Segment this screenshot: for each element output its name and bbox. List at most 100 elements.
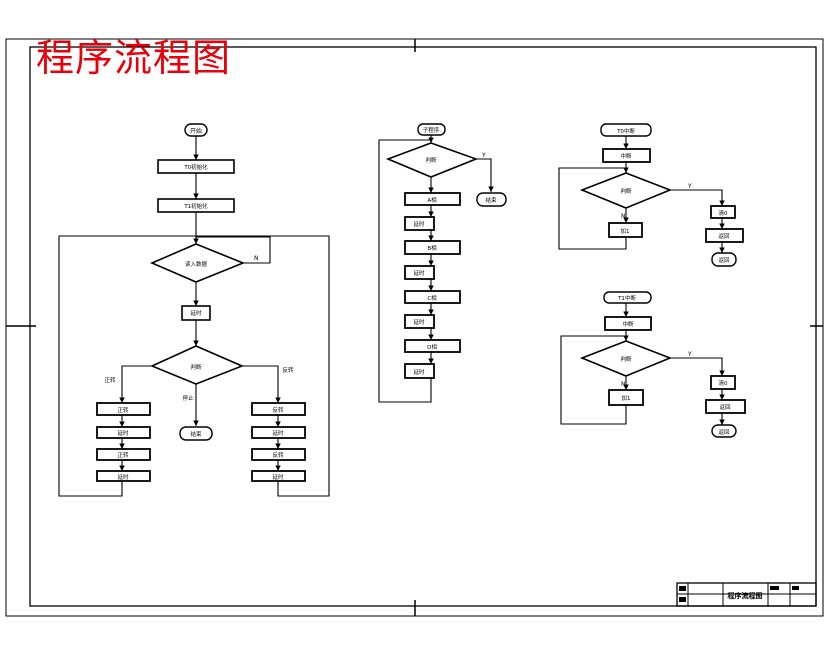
main-end-node: 结束 (179, 426, 213, 441)
sub1-step-label: 延时 (413, 318, 425, 326)
main-decision-label: 读入数据 (185, 260, 208, 268)
sub1-step-label: 延时 (413, 220, 425, 228)
sub1-steps: A相 延时 B相 延时 C相 延时 D相 延时 (404, 192, 461, 379)
main-decision-no: N (254, 255, 259, 262)
sub2-first-step: 中断 (602, 148, 651, 163)
sub1-step (404, 363, 435, 379)
sub1-step (404, 216, 435, 231)
sub2-end-node: 返回 (711, 252, 737, 267)
sub2-first-step-label: 中断 (620, 152, 632, 160)
sub3-start-node: T1中断 (603, 291, 652, 304)
sub1-step-label: 延时 (413, 368, 425, 376)
sub1-decision: 判断 Y (385, 142, 486, 178)
main-init-1-label: T0初始化 (183, 163, 208, 171)
main-end-label: 结束 (190, 430, 202, 438)
right-step (251, 402, 306, 416)
sub3-end-node: 返回 (711, 424, 737, 438)
drawing-frame (5, 38, 824, 617)
sub2-no-step-label: 加1 (621, 227, 630, 235)
main-init-1: T0初始化 (157, 159, 235, 174)
main-right-steps: 反转 延时 反转 延时 (251, 402, 306, 482)
right-step-label: 反转 (272, 451, 284, 459)
sub2-decision: 判断 Y N (579, 172, 692, 220)
sub1-step-label: 延时 (413, 269, 425, 277)
main-branch-decision-label: 判断 (190, 363, 202, 371)
sub2-yes-step-2-label: 返回 (718, 233, 730, 240)
sub2-yes-step-1: 清0 (710, 205, 736, 219)
sub3-flow (560, 303, 725, 425)
sub3-first-step-label: 中断 (622, 320, 634, 328)
left-step-label: 延时 (117, 429, 129, 437)
sub1-step (404, 290, 461, 304)
sub3-decision-yes: Y (687, 351, 692, 358)
main-init-2: T1初始化 (157, 198, 235, 213)
sub1-exit-node: 结束 (476, 192, 507, 207)
right-step-label: 延时 (272, 429, 284, 437)
sub1-decision-yes: Y (481, 152, 486, 159)
left-step (96, 448, 151, 461)
right-step (251, 426, 306, 439)
left-step-label: 正转 (117, 451, 129, 459)
sub3-yes-step-1-label: 清0 (719, 379, 729, 387)
sub1-step (404, 265, 435, 280)
sub2-no-step: 加1 (608, 222, 643, 238)
right-step (251, 470, 306, 482)
sub2-yes-step-1-label: 清0 (719, 209, 729, 217)
main-delay-label: 延时 (190, 309, 202, 317)
sub3-no-step: 加1 (608, 389, 644, 406)
sub3-decision: 判断 Y N (579, 340, 692, 388)
right-step-label: 反转 (272, 406, 284, 414)
main-middle-branch-label: 停止 (182, 394, 194, 402)
sub1-start-label: 子程序 (423, 126, 440, 134)
sub3-decision-no: N (621, 381, 626, 388)
main-left-steps: 正转 延时 正转 延时 (96, 402, 151, 482)
sub2-decision-yes: Y (687, 183, 692, 190)
left-step (96, 470, 151, 482)
sub3-yes-step-2-label: 返回 (719, 404, 731, 411)
main-delay: 延时 (181, 305, 211, 321)
left-step (96, 426, 151, 439)
sub1-exit-label: 结束 (485, 196, 497, 204)
sub1-step (404, 240, 461, 255)
sub1-step (404, 339, 461, 353)
sub3-first-step: 中断 (604, 316, 652, 331)
sub1-step-label: B相 (427, 244, 437, 252)
sub2-decision-label: 判断 (620, 187, 632, 195)
sub3-yes-step-1: 清0 (710, 375, 736, 390)
main-right-branch-label: 反转 (282, 366, 294, 374)
sub3-no-step-label: 加1 (622, 394, 631, 402)
left-step-label: 正转 (117, 406, 129, 414)
sub1-step-label: C相 (427, 294, 437, 302)
right-step (251, 448, 306, 461)
sub1-step (404, 314, 435, 329)
sub1-step-label: A相 (427, 196, 437, 204)
main-start-node: 开始 (184, 123, 208, 137)
sub2-end-label: 返回 (718, 257, 730, 264)
sub3-end-label: 返回 (718, 429, 730, 436)
sub1-start-node: 子程序 (417, 123, 446, 136)
sub1-decision-label: 判断 (425, 156, 437, 164)
sub1-flow (378, 135, 494, 403)
main-init-2-label: T1初始化 (183, 202, 208, 210)
left-step (96, 402, 151, 416)
main-left-branch-label: 正转 (104, 376, 116, 384)
sub3-yes-step-2: 返回 (705, 399, 746, 414)
title-block (676, 582, 817, 607)
left-step-label: 延时 (117, 473, 129, 481)
main-flow (58, 136, 330, 497)
main-branch-decision: 判断 (149, 345, 245, 385)
title-block-drawing-title: 程序流程图 (728, 591, 763, 600)
sub3-decision-label: 判断 (620, 355, 632, 363)
main-start-label: 开始 (190, 127, 202, 135)
sub2-yes-step-2: 返回 (705, 228, 744, 243)
sub2-start-label: T0中断 (616, 127, 635, 135)
sub2-decision-no: N (621, 213, 626, 220)
right-step-label: 延时 (272, 473, 284, 481)
sub1-step-label: D相 (427, 343, 437, 351)
sub2-flow (558, 136, 725, 253)
sub1-step (404, 192, 461, 206)
sub2-start-node: T0中断 (600, 123, 652, 137)
page-title: 程序流程图 (36, 36, 232, 80)
sub3-start-label: T1中断 (617, 294, 636, 302)
